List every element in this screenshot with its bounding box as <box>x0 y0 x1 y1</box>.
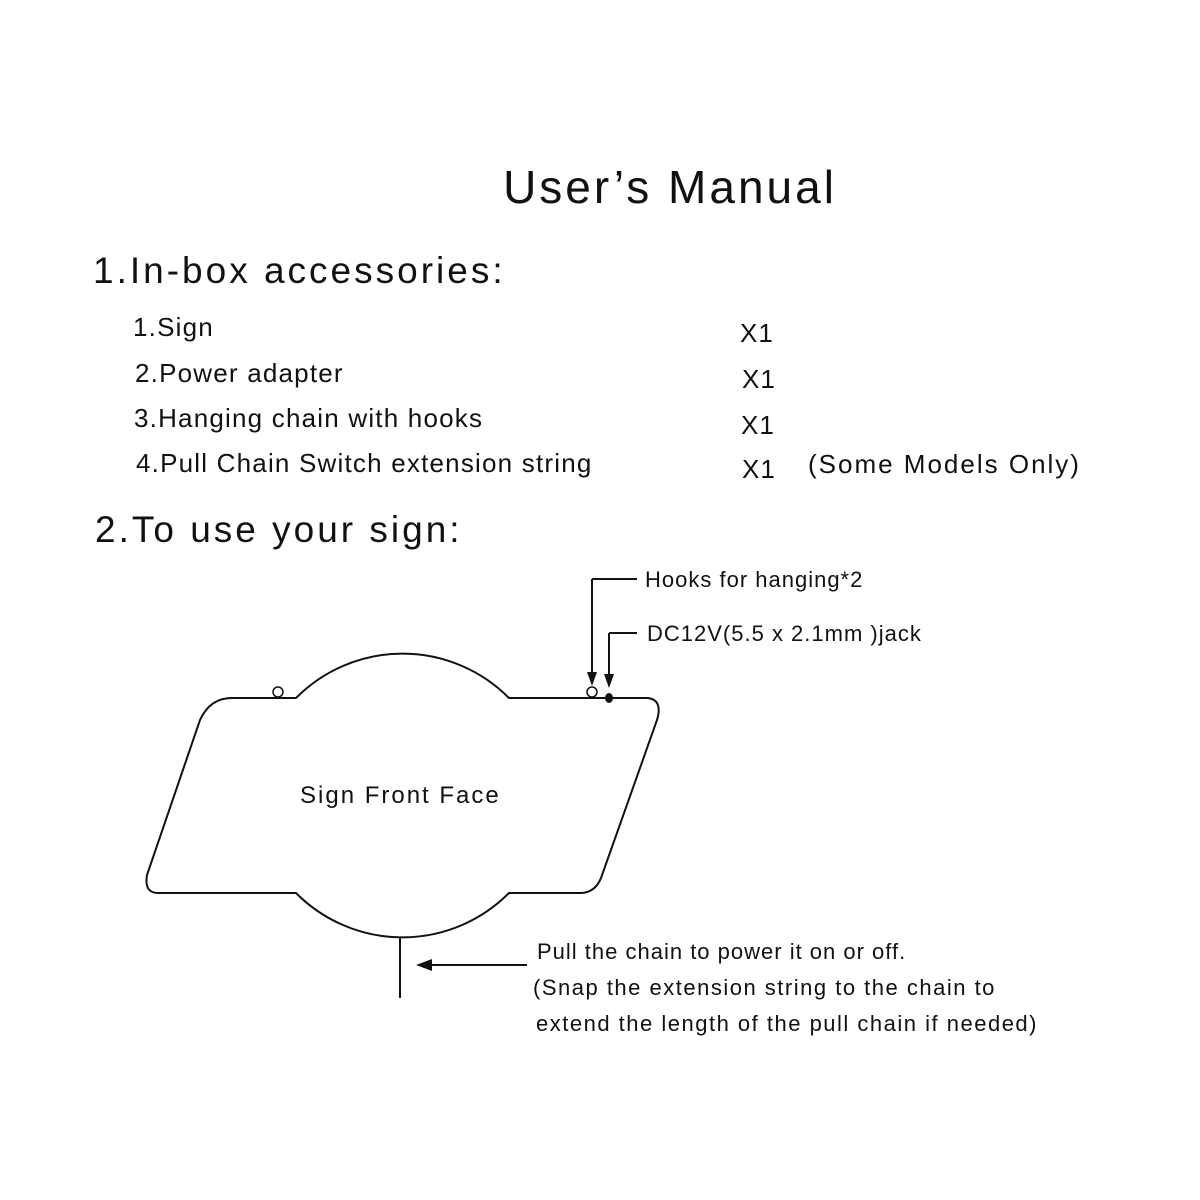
accessory-item-qty: X1 <box>740 318 774 348</box>
accessory-item-qty: X1 <box>741 410 775 440</box>
accessory-item-label: 1.Sign <box>133 312 214 342</box>
page-title: User’s Manual <box>503 161 837 213</box>
hooks-label: Hooks for hanging*2 <box>645 567 864 592</box>
section-heading-accessories: 1.In-box accessories: <box>93 250 506 291</box>
pull-instruction-line1: Pull the chain to power it on or off. <box>537 939 907 964</box>
sign-face-label: Sign Front Face <box>300 782 501 809</box>
accessory-item-qty: X1 <box>742 454 776 484</box>
hook-right-icon <box>586 686 598 698</box>
accessory-item-note: (Some Models Only) <box>808 449 1081 479</box>
arrow-down-icon <box>587 672 597 686</box>
arrow-left-icon <box>416 959 432 971</box>
pull-instruction-line3: extend the length of the pull chain if n… <box>536 1011 1038 1036</box>
pull-instruction-line2: (Snap the extension string to the chain … <box>533 975 996 1000</box>
arrow-down-icon <box>604 674 614 688</box>
sign-outline <box>145 652 660 939</box>
power-jack-icon <box>605 693 613 703</box>
hook-left-icon <box>272 686 284 698</box>
section-heading-usage: 2.To use your sign: <box>95 509 463 550</box>
accessory-item-label: 2.Power adapter <box>135 358 344 388</box>
accessory-item-qty: X1 <box>742 364 776 394</box>
accessory-item-label: 4.Pull Chain Switch extension string <box>136 448 593 478</box>
accessory-item-label: 3.Hanging chain with hooks <box>134 403 484 433</box>
jack-label: DC12V(5.5 x 2.1mm )jack <box>647 621 922 646</box>
